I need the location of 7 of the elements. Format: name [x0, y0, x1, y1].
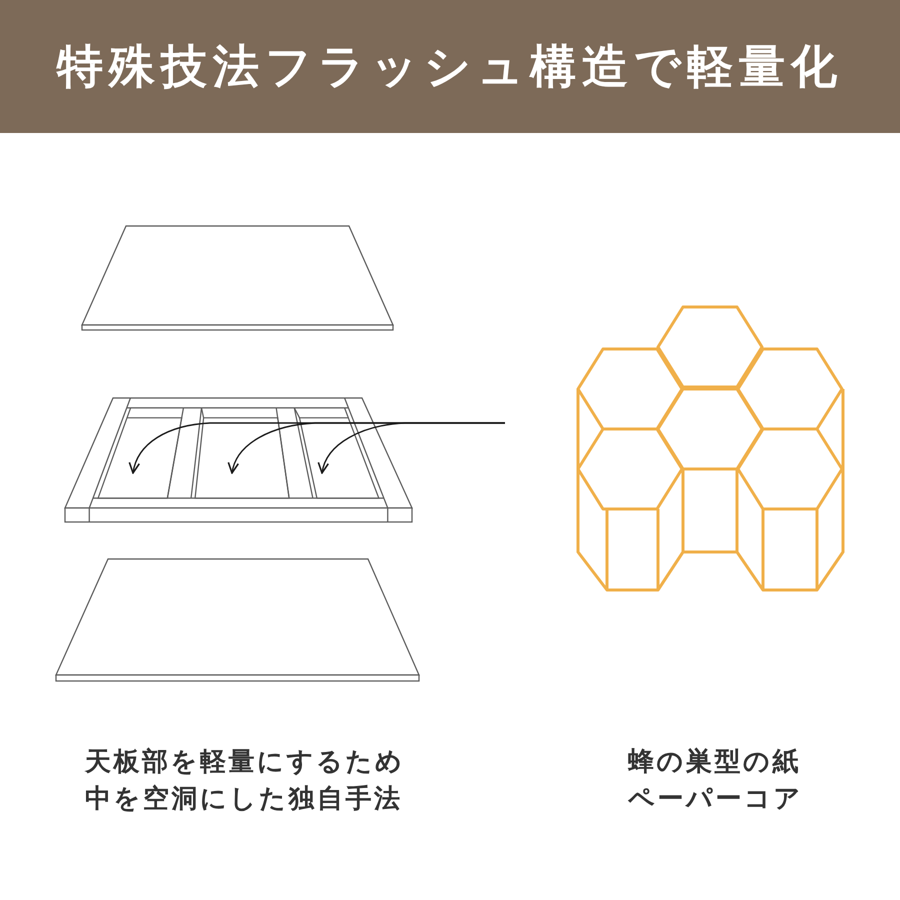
frame-opening — [298, 417, 380, 499]
title-text: 特殊技法フラッシュ構造で軽量化 — [55, 38, 844, 94]
caption: 天板部を軽量にするため中を空洞にした独自手法 — [85, 746, 406, 816]
curved-arrow — [318, 422, 505, 474]
caption: 蜂の巣型の紙ペーパーコア — [628, 746, 804, 816]
frame-opening — [97, 417, 182, 499]
frame-opening — [194, 417, 290, 499]
